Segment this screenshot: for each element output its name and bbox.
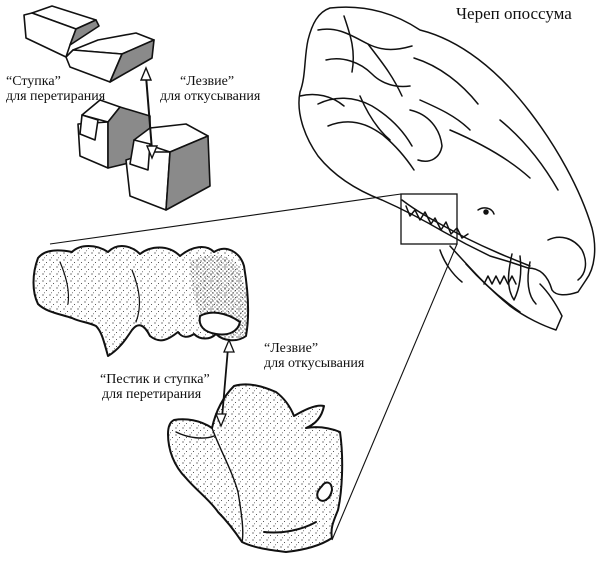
block-arrow (139, 66, 159, 160)
upper-tooth-drawing (32, 245, 250, 357)
label-lower-pestle-line1: “Пестик и ступка” (100, 372, 210, 387)
label-lower-blade-line2: для откусывания (264, 356, 365, 371)
label-upper-mortar-line1: “Ступка” (6, 74, 61, 89)
lower-tooth-drawing (167, 383, 344, 553)
label-upper-blade-line2: для откусывания (160, 89, 261, 104)
label-lower-pestle: “Пестик и ступка” для перетирания (100, 372, 210, 402)
label-upper-blade: “Лезвие” для откусывания (160, 74, 260, 104)
label-lower-pestle-line2: для перетирания (102, 387, 202, 402)
block-model-top (23, 5, 155, 83)
tooth-arrow (215, 338, 235, 428)
label-upper-mortar-line2: для перетирания (6, 89, 106, 104)
label-lower-blade-line1: “Лезвие” (264, 341, 319, 356)
skull-drawing (298, 6, 596, 331)
block-model-bottom (77, 99, 211, 211)
label-lower-blade: “Лезвие” для откусывания (264, 341, 364, 371)
label-upper-mortar: “Ступка” для перетирания (6, 74, 105, 104)
label-upper-blade-line1: “Лезвие” (180, 74, 235, 89)
skull-title: Череп опоссума (456, 4, 572, 23)
zoom-projection-lines (49, 193, 458, 541)
zoom-box (400, 193, 458, 245)
